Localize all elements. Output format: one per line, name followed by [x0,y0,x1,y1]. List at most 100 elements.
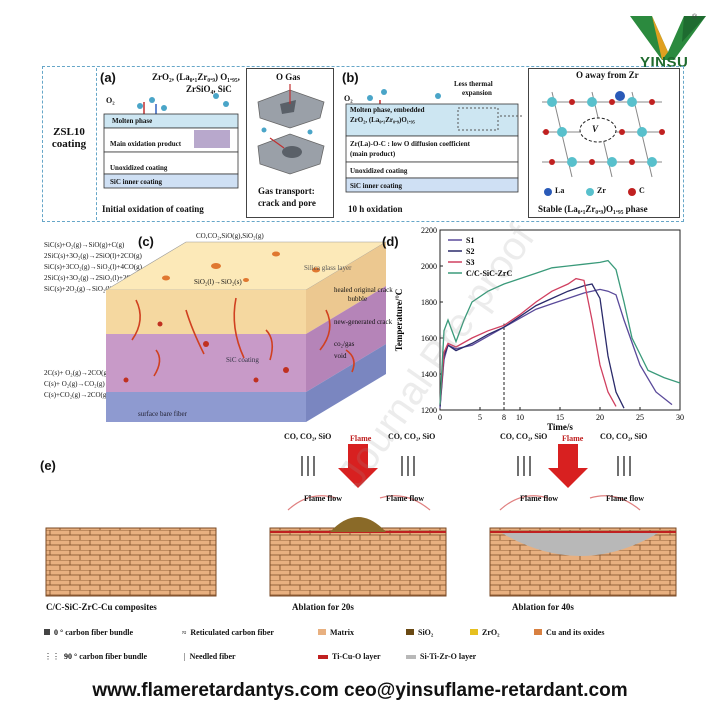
callout-co2-gas: co₂/gas [334,340,355,348]
callout-new-crack: new-generated crack [334,318,393,326]
callout-void: void [334,352,347,360]
y-tick-label: 1600 [421,334,437,343]
sio2-reaction: SiO₂(l)→SiO₂(s) [194,278,242,286]
sio2-swatch-icon [406,629,414,635]
flame-label-20s: Flame [350,434,372,443]
layer-molten-embedded-2: ZrO₂, (La₀.₁Zr₀.₉)O₁.₉₅ [350,116,415,124]
less-thermal-2: expansion [462,89,492,97]
panel-b-label: (b) [342,70,359,85]
flame-flow-right-20s: Flame flow [386,494,424,503]
matrix-swatch-icon [318,629,326,635]
layer-main-product: (main product) [350,150,396,158]
gas-right-20s: CO, CO₂, SiO [388,432,436,441]
legend-la: La [555,186,565,195]
panel-a-label: (a) [100,70,116,85]
crystal-box [528,68,680,218]
yinsu-logo-icon [630,16,706,60]
panel-ab-frame [42,66,684,222]
panel-d-label: (d) [382,234,399,249]
layer-unoxidized: Unoxidized coating [110,164,168,172]
reticulated-fiber-icon: ≈ [182,628,187,637]
y-tick-label: 2200 [421,226,437,235]
panel-e-label: (e) [40,458,56,473]
x-tick-label: 8 [502,413,506,422]
flame-label-40s: Flame [562,434,584,443]
side-title: ZSL10 coating [51,126,87,150]
legend-c: C [639,186,645,195]
gas-caption-2: crack and pore [258,198,316,208]
legend-cu: Cu and its oxides [534,628,604,637]
layer-molten-embedded-1: Molten phase, embedded [350,106,425,114]
caption-40s: Ablation for 40s [512,602,574,612]
y-axis-label: Temperature/°C [394,289,404,352]
series-line-3 [439,259,681,405]
ablation-illustration [45,444,677,597]
crystal-structure [542,91,665,178]
formula-2: ZrSiO₄, SiC [186,84,232,94]
legend-zr: Zr [597,186,606,195]
callout-healed-crack: healed original crack bubble [334,286,393,303]
c-marker-icon [628,188,636,196]
legend-matrix: Matrix [318,628,354,637]
flame-flow-left-40s: Flame flow [520,494,558,503]
legend-zro2: ZrO₂ [470,628,500,637]
o2-label-b: O₂ [344,94,353,103]
legend-label-2: S3 [466,258,474,267]
x-tick-label: 15 [556,413,564,422]
legend-90deg-bundle-icon: ⋮⋮ [44,652,60,661]
reactions-top: SiC(s)+O₂(g)→SiO(g)+C(g) 2SiC(s)+3O₂(g)→… [44,241,145,293]
less-thermal-1: Less thermal [454,80,493,88]
gas-transport-box [246,68,334,218]
legend-row-1: 0 ° carbon fiber bundle [44,628,133,637]
legend-90deg: ⋮⋮90 ° carbon fiber bundle [44,652,148,661]
footer-contact[interactable]: www.flameretardantys.com ceo@yinsuflame-… [92,680,628,701]
crystal-top-label: O away from Zr [576,70,639,80]
panel-a-layers [103,93,239,189]
x-axis-label: Time/s [547,422,573,432]
series-line-1 [439,283,625,409]
gas-left-20s: CO, CO₂, SiO [284,432,332,441]
o2-label: O₂ [106,96,115,105]
formula-1: ZrO₂, (La₀.₁Zr₀.₉) O₁.₉₅, [152,72,240,82]
legend-reticulated: ≈Reticulated carbon fiber [182,628,274,637]
x-tick-label: 30 [676,413,684,422]
x-tick-label: 25 [636,413,644,422]
layer-sic-inner: SiC inner coating [110,178,162,186]
crack-pore-illustration [257,84,325,175]
legend-si-ti-zr-o: Si-Ti-Zr-O layer [406,652,476,661]
x-tick-label: 5 [478,413,482,422]
needled-fiber-icon: | [184,652,186,661]
y-tick-label: 1400 [421,370,437,379]
legend-label-0: S1 [466,236,474,245]
y-tick-label: 1200 [421,406,437,415]
panel-b-layers [345,89,524,193]
legend-needled: |Needled fiber [184,652,236,661]
flame-flow-right-40s: Flame flow [606,494,644,503]
zr-marker-icon [586,188,594,196]
series-line-2 [439,277,617,407]
panel-c-label: (c) [138,234,154,249]
layer-sic-inner-b: SiC inner coating [350,182,402,190]
legend-sio2: SiO₂ [406,628,433,637]
ti-cu-o-swatch-icon [318,655,328,660]
x-tick-label: 20 [596,413,604,422]
gas-left-40s: CO, CO₂, SiO [500,432,548,441]
coating-block-illustration [104,241,388,422]
legend-ti-cu-o: Ti-Cu-O layer [318,652,381,661]
layer-sic-coating: SiC coating [226,356,259,364]
gas-right-40s: CO, CO₂, SiO [600,432,648,441]
logo-registered-mark: ® [692,14,698,21]
x-tick-label: 0 [438,413,442,422]
panel-b-caption: 10 h oxidation [348,204,403,214]
layer-zr-la-o-c: Zr(La)-O-C : low O diffusion coefficient [350,140,470,148]
caption-20s: Ablation for 20s [292,602,354,612]
zro2-swatch-icon [470,629,478,635]
si-ti-zr-o-swatch-icon [406,655,416,660]
crystal-caption: Stable (La₀.₁Zr₀.₉)O₁.₉₅ phase [538,204,648,214]
legend-label-3: C/C-SiC-ZrC [466,269,512,278]
reactions-bottom: 2C(s)+ O₂(g)→2CO(g) C(s)+ O₂(g)→CO₂(g) C… [44,369,110,399]
caption-composites: C/C-SiC-ZrC-Cu composites [46,602,157,612]
o-gas-label: O Gas [276,72,301,82]
top-gas-label: CO,CO₂,SiO(g),SiO₂(g) [196,232,264,240]
